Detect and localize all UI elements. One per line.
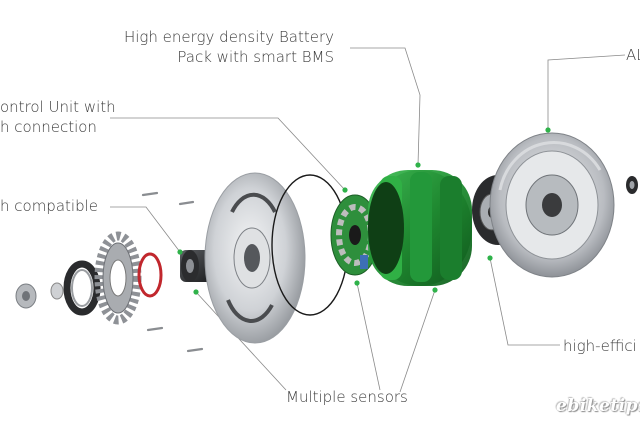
leader-control (110, 118, 345, 190)
leader-sensors-3 (400, 290, 435, 392)
side-cover (205, 173, 305, 343)
compatible-label: h compatible (0, 197, 98, 216)
small-parts (16, 264, 97, 312)
battery-pack (368, 170, 472, 286)
bottom-right-label: high-effici (563, 337, 637, 356)
sprocket (99, 236, 137, 320)
control-label-line2: h connection (0, 118, 97, 137)
battery-label-line2: Pack with smart BMS (177, 48, 334, 67)
battery-label-line1: High energy density Battery (124, 28, 334, 47)
leader-battery (350, 48, 420, 165)
leader-top-right (548, 55, 625, 130)
watermark: ebiketips (556, 396, 640, 416)
hub-shell (490, 133, 614, 277)
top-right-label: AL (626, 46, 640, 65)
sensors-label: Multiple sensors (286, 388, 408, 407)
red-o-ring (139, 254, 161, 296)
control-label-line1: ontrol Unit with (0, 98, 116, 117)
leader-sensors-2 (357, 283, 380, 390)
axle-nut-right (626, 176, 638, 194)
washer-part (51, 283, 63, 299)
